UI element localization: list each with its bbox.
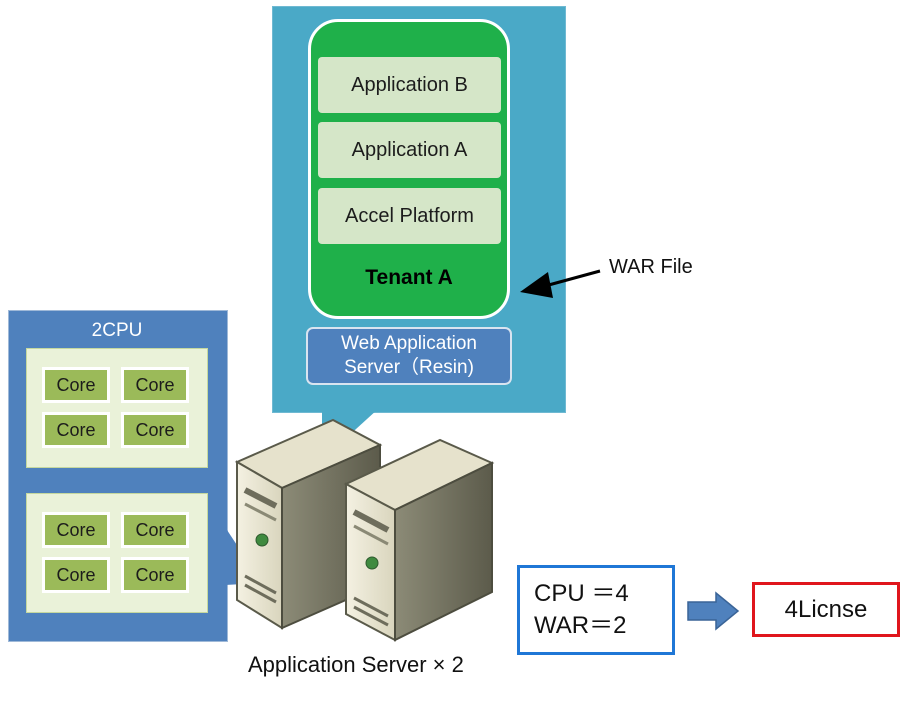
war-file-label: WAR File — [609, 256, 693, 278]
cpu-panel-title: 2CPU — [91, 320, 143, 341]
was-line-1: Web Application — [341, 333, 477, 354]
server-icon-front — [343, 438, 495, 642]
core: Core — [121, 412, 189, 448]
cpu-count-line: CPU ＝4 — [534, 580, 629, 607]
license-result-box: 4Licnse — [752, 582, 900, 637]
layer-application-a: Application A — [318, 122, 501, 178]
core: Core — [42, 412, 110, 448]
core: Core — [121, 367, 189, 403]
was-line-2: Server（Resin) — [344, 357, 474, 378]
layer-application-b: Application B — [318, 57, 501, 113]
web-application-server-box: Web Application Server（Resin) — [306, 327, 512, 385]
war-count-line: WAR＝2 — [534, 612, 627, 639]
core: Core — [121, 557, 189, 593]
core: Core — [42, 557, 110, 593]
core: Core — [42, 367, 110, 403]
license-calculation-box: CPU ＝4 WAR＝2 — [517, 565, 675, 655]
tenant-label: Tenant A — [365, 266, 453, 289]
layer-accel-platform: Accel Platform — [318, 188, 501, 244]
core: Core — [42, 512, 110, 548]
core: Core — [121, 512, 189, 548]
application-servers-label: Application Server × 2 — [248, 652, 464, 677]
